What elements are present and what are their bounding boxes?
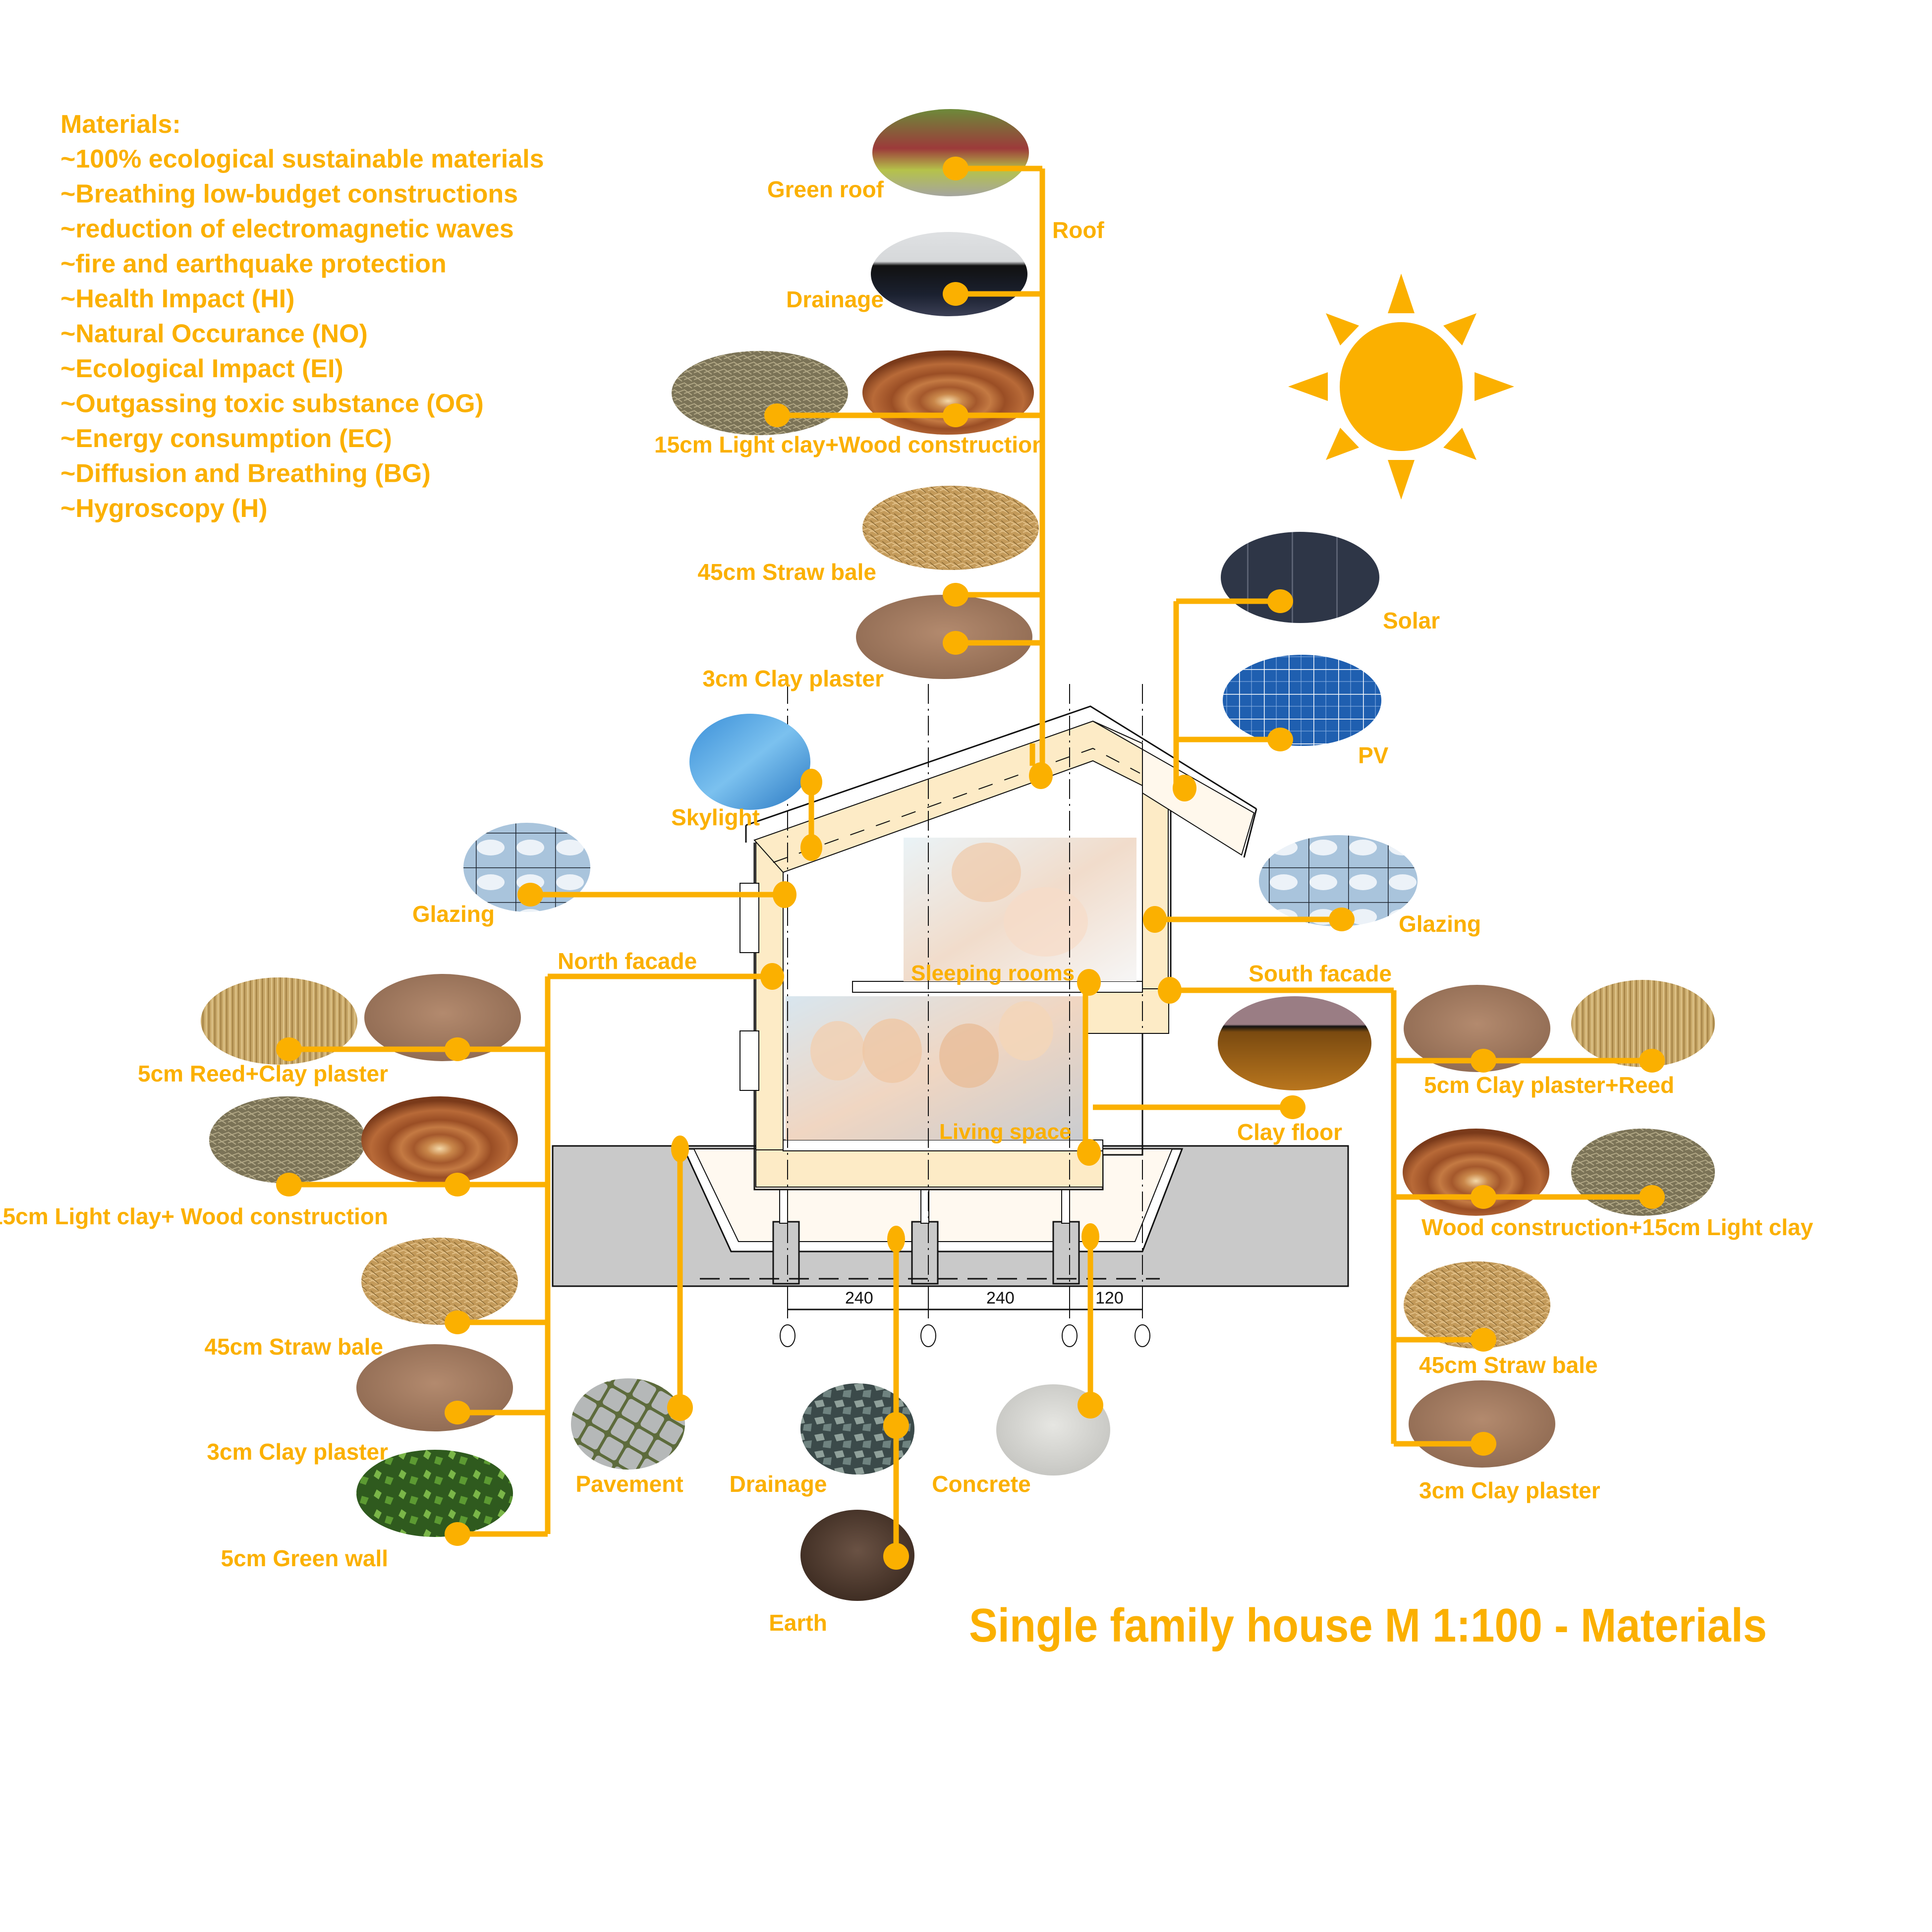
sleeping-rooms-label: Sleeping rooms <box>911 961 1075 985</box>
living-space-label: Living space <box>939 1120 1072 1144</box>
straw-bale-swatch <box>862 486 1039 570</box>
label-roof-clay-plaster: 3cm Clay plaster <box>702 666 884 691</box>
dimension-1: 240 <box>845 1289 873 1307</box>
label-roof-lightclay-wood: 15cm Light clay+Wood construction <box>654 432 1046 457</box>
skylight-swatch <box>689 714 810 810</box>
label-roof-straw: 45cm Straw bale <box>697 559 876 585</box>
glazing-north-swatch <box>463 823 590 912</box>
dimension-2: 240 <box>986 1289 1015 1307</box>
label-south-clay-plaster: 3cm Clay plaster <box>1419 1477 1600 1503</box>
materials-note-item: ~Natural Occurance (NO) <box>60 320 368 348</box>
label-south-facade: South facade <box>1249 961 1392 986</box>
light-clay-swatch <box>672 351 848 435</box>
label-pv: PV <box>1358 742 1389 768</box>
label-south-wood-lightclay: Wood construction+15cm Light clay <box>1421 1214 1814 1240</box>
materials-note-item: ~fire and earthquake protection <box>60 250 447 279</box>
label-green-roof: Green roof <box>767 176 884 202</box>
label-pavement: Pavement <box>575 1471 683 1497</box>
clay-plaster-swatch-north-2 <box>356 1344 513 1431</box>
green-roof-swatch <box>872 109 1029 196</box>
earth-swatch <box>800 1510 914 1601</box>
leader-dots <box>276 157 1665 1570</box>
wood-swatch-north <box>361 1096 518 1184</box>
materials-note-item: ~Outgassing toxic substance (OG) <box>60 390 484 418</box>
clay-plaster-swatch <box>856 595 1032 679</box>
labels: Green roof Roof Drainage 15cm Light clay… <box>0 176 1814 1636</box>
page-title: Single family house M 1:100 - Materials <box>969 1599 1767 1652</box>
reed-swatch-south <box>1571 980 1715 1067</box>
label-south-straw: 45cm Straw bale <box>1419 1352 1598 1378</box>
drainage-gravel-swatch <box>800 1383 914 1475</box>
glazing-south-swatch <box>1259 835 1418 926</box>
materials-note-item: ~100% ecological sustainable materials <box>60 145 544 173</box>
sun-icon <box>1288 274 1514 500</box>
green-wall-swatch <box>356 1450 513 1537</box>
materials-note-item: ~Hygroscopy (H) <box>60 494 268 523</box>
materials-notes: Materials: ~100% ecological sustainable … <box>60 110 544 523</box>
label-north-green-wall: 5cm Green wall <box>221 1545 389 1571</box>
clay-plaster-swatch-north <box>364 974 521 1061</box>
materials-notes-list: ~100% ecological sustainable materials ~B… <box>60 145 544 523</box>
label-roof: Roof <box>1052 217 1104 243</box>
clay-plaster-swatch-south <box>1404 985 1550 1072</box>
label-south-clay-reed: 5cm Clay plaster+Reed <box>1424 1072 1674 1098</box>
label-solar: Solar <box>1383 608 1440 633</box>
materials-note-item: ~Ecological Impact (EI) <box>60 354 343 383</box>
materials-note-item: ~Breathing low-budget constructions <box>60 180 518 209</box>
materials-note-item: ~Health Impact (HI) <box>60 284 294 313</box>
wood-swatch-south <box>1403 1129 1549 1216</box>
materials-heading: Materials: <box>60 110 181 139</box>
solar-swatch <box>1221 532 1379 623</box>
reed-swatch-north <box>201 977 357 1065</box>
label-clay-floor: Clay floor <box>1237 1119 1342 1145</box>
straw-bale-swatch-north <box>361 1238 518 1325</box>
label-north-reed-clay: 5cm Reed+Clay plaster <box>138 1061 388 1086</box>
leader-lines <box>289 166 1652 1556</box>
label-glazing-north: Glazing <box>412 901 495 927</box>
light-clay-swatch-north <box>209 1096 366 1184</box>
label-north-straw: 45cm Straw bale <box>204 1334 383 1360</box>
label-ground-drainage: Drainage <box>730 1471 827 1497</box>
dimension-3: 120 <box>1095 1289 1124 1307</box>
materials-note-item: ~reduction of electromagnetic waves <box>60 215 514 243</box>
label-skylight: Skylight <box>671 804 760 830</box>
materials-note-item: ~Diffusion and Breathing (BG) <box>60 459 431 488</box>
house-section-drawing: 240 240 120 Sleeping rooms Living space <box>552 684 1349 1347</box>
label-earth: Earth <box>769 1610 827 1636</box>
materials-note-item: ~Energy consumption (EC) <box>60 424 392 453</box>
pavement-swatch <box>571 1378 685 1470</box>
label-concrete: Concrete <box>932 1471 1030 1497</box>
label-roof-drainage: Drainage <box>786 286 884 312</box>
label-glazing-south: Glazing <box>1399 911 1481 937</box>
clay-floor-swatch <box>1218 996 1371 1090</box>
straw-bale-swatch-south <box>1404 1261 1550 1349</box>
label-north-lightclay-wood: 15cm Light clay+ Wood construction <box>0 1203 388 1229</box>
label-north-facade: North facade <box>558 948 697 974</box>
label-north-clay-plaster: 3cm Clay plaster <box>207 1439 388 1465</box>
pv-swatch <box>1223 655 1381 746</box>
light-clay-swatch-south <box>1571 1129 1715 1216</box>
